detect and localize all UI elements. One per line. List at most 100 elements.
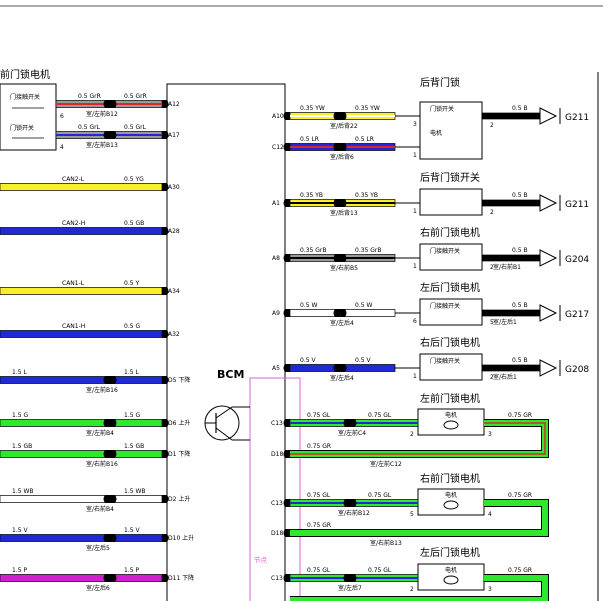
wire-spec-b: 0.5 W (355, 302, 372, 309)
ground-connector-id: 室/左后1 (493, 318, 517, 326)
wire-spec-b: 1.5 P (124, 567, 139, 574)
splice-left (333, 112, 340, 120)
bcm-pin-label: D1 下降 (168, 450, 190, 458)
motor-pin-num: 4 (488, 511, 492, 518)
wire-segment (0, 287, 163, 295)
motor-pin-num: 3 (488, 586, 492, 593)
motor-pin-num: 2 (410, 586, 414, 593)
connector-id: 室/左前C4 (338, 429, 366, 437)
connector-id: 室/右前B12 (338, 509, 370, 517)
connector-plug (283, 419, 290, 427)
connector-plug (162, 376, 169, 384)
device-box (419, 243, 483, 271)
ground-connector-id: 室/右后1 (493, 373, 517, 381)
motor-pin-num: 5 (410, 511, 414, 518)
connector-plug (283, 254, 290, 262)
connector-plug (283, 499, 290, 507)
connector-plug (162, 495, 169, 503)
wire-spec-b: 0.75 GL (368, 412, 392, 419)
motor-loop (290, 500, 548, 536)
bcm-pin-label: A28 (168, 228, 180, 235)
wire-spec-a: 0.5 LR (300, 136, 319, 143)
connector-id: 室/左后5 (86, 544, 110, 552)
wire-spec-b: 0.5 V (355, 357, 371, 364)
connector-id: 室/左后4 (330, 374, 354, 382)
device-box (419, 101, 483, 160)
device-pin-num: 3 (413, 121, 417, 128)
splice-left (333, 254, 340, 262)
connector-plug (162, 287, 169, 295)
device-out-num: 2 (490, 264, 494, 271)
device-pin-num: 1 (413, 208, 417, 215)
connector-id: 室/右前B16 (86, 460, 118, 468)
connector-plug (283, 143, 290, 151)
wire-spec-a: 0.5 GrR (78, 93, 101, 100)
wire-spec-a: 0.35 GrB (300, 247, 327, 254)
splice-right (110, 100, 117, 108)
wire-segment (0, 534, 163, 542)
ground-id: G211 (565, 200, 589, 210)
bcm-pin-label: D11 下降 (168, 574, 194, 582)
bcm-pin-label: D18 (271, 530, 283, 537)
connector-id: 室/后背22 (330, 122, 358, 130)
splice-right (350, 574, 357, 582)
connector-plug (162, 534, 169, 542)
device-inner-label: 门接触开关 (430, 357, 460, 365)
ground-id: G217 (565, 310, 589, 320)
ground-wire-spec: 0.5 B (512, 302, 528, 309)
bcm-pin-label: C12 (272, 144, 284, 151)
wire-spec-a: 0.75 GL (307, 412, 331, 419)
wire-segment (0, 495, 163, 503)
splice-right (110, 495, 117, 503)
wire-spec-b: 0.5 YG (124, 176, 144, 183)
device-title: 右后门锁电机 (420, 336, 480, 349)
wire-spec-b: 0.75 GL (368, 567, 392, 574)
wire-spec-b: 0.35 YW (355, 105, 380, 112)
splice-left (343, 574, 350, 582)
bcm-pin-label: A10 (272, 113, 284, 120)
wire-spec-a: 0.35 YB (300, 192, 323, 199)
bcm-pin-label: A1 (272, 200, 280, 207)
device-box (419, 353, 483, 381)
connector-plug (162, 450, 169, 458)
connector-plug (162, 183, 169, 191)
motor-title: 左后门锁电机 (420, 546, 480, 559)
ground-id: G211 (565, 113, 589, 123)
motor-title: 右前门锁电机 (420, 472, 480, 485)
wire-segment (0, 419, 163, 427)
wire-spec-b: 1.5 GB (124, 443, 144, 450)
wire-spec-b: 0.5 GrR (124, 93, 147, 100)
connector-plug (283, 112, 290, 120)
connector-plug (162, 131, 169, 139)
wire-spec-a: 1.5 V (12, 527, 28, 534)
motor-loop (290, 575, 548, 601)
splice-left (343, 419, 350, 427)
connector-id-2: 室/左前C12 (370, 460, 402, 468)
connector-id: 室/左后4 (330, 319, 354, 327)
splice-left (103, 574, 110, 582)
wire-spec-b: 0.75 GL (368, 492, 392, 499)
wire-spec-a: 1.5 WB (12, 488, 34, 495)
splice-right (110, 534, 117, 542)
connector-plug (162, 330, 169, 338)
device-out-num: 5 (490, 319, 494, 326)
wire-spec-a: 1.5 L (12, 369, 27, 376)
device-box (419, 298, 483, 326)
wire-spec-a: 0.75 GL (307, 567, 331, 574)
connector-plug (283, 364, 290, 372)
ground-wire-spec: 0.5 B (512, 105, 528, 112)
splice-left (103, 131, 110, 139)
connector-plug (162, 227, 169, 235)
ground-wire (481, 254, 541, 262)
bcm-pin-label: A32 (168, 331, 180, 338)
device-box (419, 188, 483, 216)
